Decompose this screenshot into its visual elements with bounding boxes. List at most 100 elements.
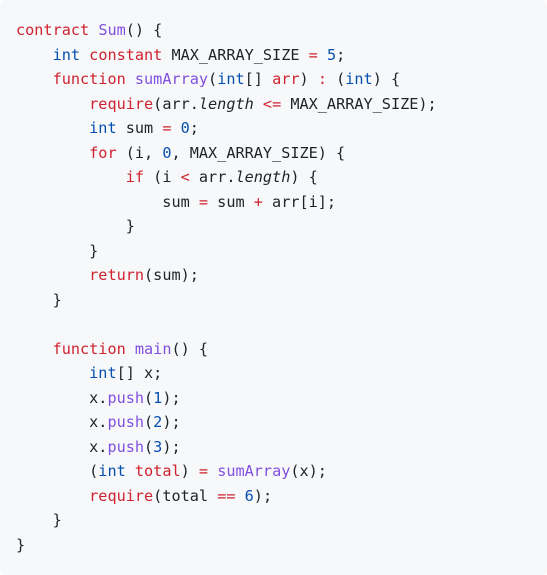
code-token: int xyxy=(89,119,117,137)
code-token: 1 xyxy=(153,388,163,407)
code-token: } xyxy=(16,535,26,554)
code-line: int[] x; xyxy=(16,361,547,386)
code-token xyxy=(254,95,263,113)
code-token: ); xyxy=(253,486,273,505)
code-token: (total xyxy=(153,486,218,505)
code-token: if xyxy=(125,168,145,186)
code-token: require xyxy=(89,94,154,113)
code-line: function main() { xyxy=(16,337,547,362)
code-token: < xyxy=(180,168,190,186)
code-token: () { xyxy=(125,21,163,39)
code-line: require(total == 6); xyxy=(16,484,547,509)
code-token: push xyxy=(107,388,145,407)
code-line: sum = sum + arr[i]; xyxy=(16,190,547,215)
code-token: (i xyxy=(144,168,181,186)
code-token: ( xyxy=(16,462,99,480)
code-token: = xyxy=(198,192,209,211)
code-token: int xyxy=(217,70,245,88)
code-token: } xyxy=(16,241,99,260)
code-token xyxy=(16,168,126,186)
code-token: main xyxy=(134,339,172,358)
code-token: == xyxy=(217,486,236,505)
code-token xyxy=(16,95,89,113)
code-line: } xyxy=(16,508,547,533)
code-token xyxy=(318,46,327,64)
code-token: int xyxy=(52,45,81,64)
code-token: x. xyxy=(16,388,108,407)
code-token: push xyxy=(107,437,145,456)
code-token: sumArray xyxy=(217,462,291,480)
code-token: ; xyxy=(336,45,346,64)
code-line: x.push(3); xyxy=(16,435,547,460)
code-lines: contract Sum() { int constant MAX_ARRAY_… xyxy=(16,18,547,557)
code-token: , MAX_ARRAY_SIZE) { xyxy=(171,143,346,162)
code-token: constant xyxy=(89,45,163,64)
code-line: } xyxy=(16,533,547,558)
code-token: ) xyxy=(180,462,199,480)
code-line: function sumArray(int[] arr) : (int) { xyxy=(16,67,547,92)
code-token: sum xyxy=(208,192,254,211)
code-token: function xyxy=(52,70,126,88)
code-token: x. xyxy=(16,413,108,431)
code-line: for (i, 0, MAX_ARRAY_SIZE) { xyxy=(16,141,547,166)
code-token: function xyxy=(52,339,126,358)
code-token xyxy=(89,21,98,39)
code-token: int xyxy=(98,462,126,480)
code-token: [] xyxy=(244,70,273,88)
code-token: 0 xyxy=(162,143,172,162)
code-token: (sum); xyxy=(144,266,199,284)
code-token xyxy=(171,119,180,137)
code-token: MAX_ARRAY_SIZE xyxy=(162,45,309,64)
code-token: ( xyxy=(208,70,218,88)
code-line: require(arr.length <= MAX_ARRAY_SIZE); xyxy=(16,92,547,117)
code-token: 0 xyxy=(180,119,190,137)
code-token: (arr. xyxy=(153,94,199,113)
code-token xyxy=(126,462,135,480)
code-token: arr xyxy=(272,70,300,88)
code-token: require xyxy=(89,486,154,505)
code-token: arr[i]; xyxy=(262,192,337,211)
code-token: ) { xyxy=(290,168,318,186)
code-token xyxy=(16,119,89,137)
code-token xyxy=(126,340,135,358)
code-line: (int total) = sumArray(x); xyxy=(16,459,547,484)
code-token xyxy=(235,487,244,505)
code-token: length xyxy=(198,94,254,113)
code-token: 3 xyxy=(153,437,163,456)
code-token: 5 xyxy=(326,45,337,64)
code-line: } xyxy=(16,214,547,239)
code-token: ); xyxy=(162,388,181,407)
code-token: return xyxy=(89,266,145,284)
code-token: 6 xyxy=(244,486,254,505)
code-line: } xyxy=(16,288,547,313)
code-token: sumArray xyxy=(134,70,209,88)
code-token: ( xyxy=(326,70,346,88)
code-token: Sum xyxy=(98,21,126,39)
code-token xyxy=(126,70,135,88)
code-token: (i, xyxy=(116,143,163,162)
code-token xyxy=(208,462,217,480)
code-token xyxy=(16,46,53,64)
code-token xyxy=(16,340,53,358)
code-token: sum xyxy=(16,192,199,211)
code-line: contract Sum() { xyxy=(16,18,547,43)
code-token: arr. xyxy=(189,168,236,186)
code-token xyxy=(16,70,53,88)
code-token: ); xyxy=(162,413,181,431)
code-line: if (i < arr.length) { xyxy=(16,165,547,190)
code-token: length xyxy=(235,168,291,186)
code-line: x.push(1); xyxy=(16,386,547,411)
code-token: ( xyxy=(144,413,154,431)
code-token: (x); xyxy=(290,462,327,480)
code-token: } xyxy=(16,511,62,529)
code-token: : xyxy=(317,70,327,88)
code-token: for xyxy=(89,143,117,162)
code-token: int xyxy=(89,364,117,382)
code-token: + xyxy=(253,192,263,211)
code-token: contract xyxy=(16,21,90,39)
code-token: ); xyxy=(162,437,181,456)
code-token xyxy=(16,364,89,382)
code-token: = xyxy=(198,462,209,480)
code-line: } xyxy=(16,239,547,264)
